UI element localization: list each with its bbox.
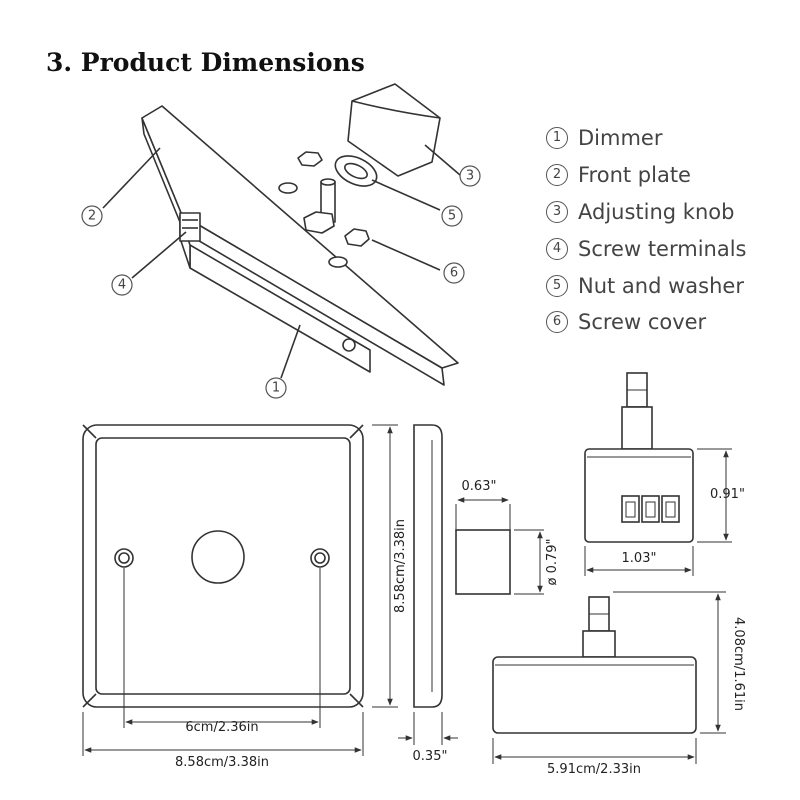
plate-height-label: 8.58cm/3.38in <box>393 519 408 613</box>
svg-text:5: 5 <box>448 209 456 224</box>
legend-number: 4 <box>546 237 568 260</box>
exploded-view <box>102 83 461 386</box>
legend-label: Dimmer <box>578 126 663 151</box>
hole-spacing-label: 6cm/2.36in <box>185 720 258 735</box>
callout-3: 3 <box>459 165 481 187</box>
legend-number: 6 <box>546 311 568 334</box>
shaft-nut <box>303 211 335 234</box>
dimmer-body-side-view <box>492 656 697 734</box>
legend-item-screw-terminals: 4 Screw terminals <box>546 230 746 267</box>
plate-width-label: 8.58cm/3.38in <box>175 755 269 770</box>
plate-hole-left <box>278 182 298 194</box>
screw-cover-top <box>297 151 323 167</box>
dimmer-width-label: 1.03" <box>622 551 657 566</box>
plate-thickness-label: 0.35" <box>413 749 448 764</box>
callout-6: 6 <box>443 262 465 284</box>
legend-item-nut-and-washer: 5 Nut and washer <box>546 267 746 304</box>
dimmer-top-view <box>584 372 694 543</box>
front-view <box>82 424 364 708</box>
svg-text:1: 1 <box>272 381 280 396</box>
plate-side-profile <box>413 424 443 708</box>
legend-label: Adjusting knob <box>578 199 735 224</box>
screw-cover-right <box>344 228 370 247</box>
legend-label: Nut and washer <box>578 273 744 298</box>
dimmer-collar-side <box>582 630 616 658</box>
legend-item-front-plate: 2 Front plate <box>546 157 746 194</box>
legend-number: 3 <box>546 200 568 223</box>
dimmer-height-label: 0.91" <box>710 487 745 502</box>
callout-4: 4 <box>111 274 133 296</box>
knob-width-label: 0.63" <box>462 479 497 494</box>
legend-item-screw-cover: 6 Screw cover <box>546 304 746 341</box>
knob-side <box>455 529 511 595</box>
page-title: 3. Product Dimensions <box>46 48 365 77</box>
adjusting-knob <box>347 83 441 177</box>
knob-hole <box>191 530 245 584</box>
callout-1: 1 <box>265 377 287 399</box>
dimmer-collar-top <box>621 406 653 450</box>
legend-number: 5 <box>546 274 568 297</box>
svg-text:3: 3 <box>466 169 474 184</box>
side-view <box>413 424 443 708</box>
legend-item-adjusting-knob: 3 Adjusting knob <box>546 194 746 231</box>
legend-number: 1 <box>546 127 568 150</box>
front-plate-top-face <box>141 105 459 369</box>
callout-2: 2 <box>81 205 103 227</box>
dimmer-depth-label: 4.08cm/1.61in <box>731 617 746 711</box>
svg-text:4: 4 <box>118 278 126 293</box>
dimmer-length-label: 5.91cm/2.33in <box>547 762 641 777</box>
legend-label: Screw cover <box>578 310 707 335</box>
legend-item-dimmer: 1 Dimmer <box>546 120 746 157</box>
dimmer-body-hole <box>342 338 356 352</box>
plate-hole-right <box>328 256 348 268</box>
legend-label: Front plate <box>578 163 691 188</box>
knob-view <box>455 504 511 595</box>
legend-number: 2 <box>546 164 568 187</box>
svg-text:6: 6 <box>450 266 458 281</box>
screw-terminal-block <box>179 212 201 242</box>
callout-labels: 2 4 1 3 5 6 <box>81 165 481 399</box>
legend-label: Screw terminals <box>578 236 747 261</box>
dimmer-side-view <box>492 596 697 734</box>
knob-diameter-label: ø 0.79" <box>545 538 560 585</box>
front-view-dimensions <box>82 424 398 756</box>
callout-5: 5 <box>441 205 463 227</box>
svg-text:2: 2 <box>88 209 96 224</box>
